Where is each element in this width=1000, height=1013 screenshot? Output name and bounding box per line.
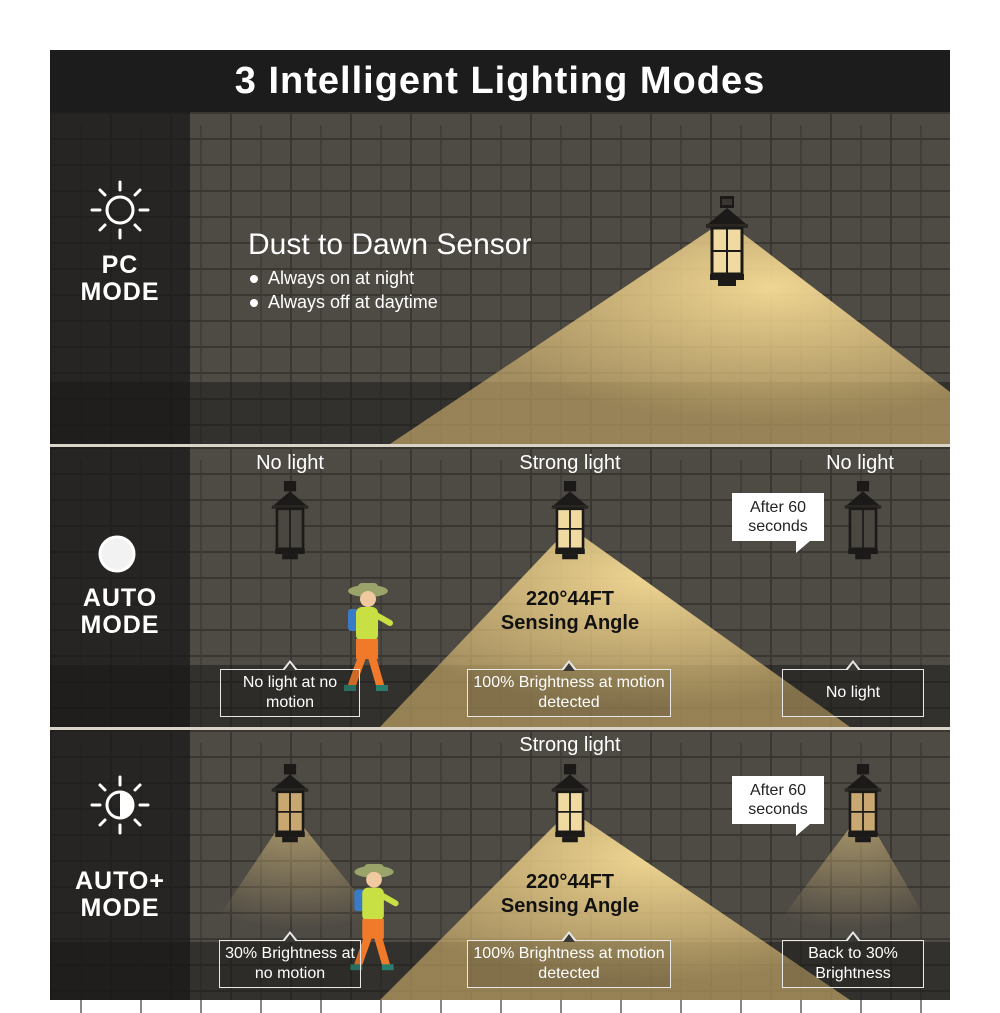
- walking-person: [350, 863, 399, 971]
- page-title: 3 Intelligent Lighting Modes: [234, 59, 766, 102]
- light-beam: [190, 810, 950, 1000]
- timer-bubble: After 60 seconds: [732, 493, 824, 553]
- sensing-angle: 220°44FT Sensing Angle: [500, 871, 640, 917]
- wall-lamp-off: [844, 481, 882, 560]
- state-label-no-light: No light: [256, 452, 324, 474]
- callout-box: No light: [782, 660, 924, 717]
- state-label-strong-light: Strong light: [519, 734, 621, 756]
- callout-box: 30% Brightness at no motion: [219, 931, 361, 988]
- circle-icon: [98, 535, 136, 573]
- wall-lamp-on: [706, 196, 748, 286]
- state-label-strong-light: Strong light: [519, 452, 621, 474]
- sun-icon: [90, 180, 150, 240]
- wall-lamp-on: [551, 481, 589, 560]
- infographic-frame: 3 Intelligent Lighting Modes: [50, 50, 950, 1013]
- bullet-dot: [250, 299, 258, 308]
- auto-mode-panel: AUTO MODE No light Strong light No light…: [50, 447, 950, 740]
- callout-box: 100% Brightness at motion detected: [467, 660, 671, 717]
- light-beam: [390, 220, 950, 444]
- auto-plus-mode-label: AUTO+ MODE: [75, 867, 165, 922]
- pc-mode-panel: PC MODE Dust to Dawn Sensor Always on at…: [50, 112, 950, 457]
- sensing-angle: 220°44FT Sensing Angle: [500, 588, 640, 634]
- divider: [50, 727, 950, 730]
- callout-box: 100% Brightness at motion detected: [467, 931, 671, 988]
- auto-mode-label: AUTO MODE: [80, 584, 160, 639]
- auto-plus-mode-panel: AUTO+ MODE Strong light After 60 seconds…: [50, 730, 950, 1013]
- wall-lamp-dim: [271, 764, 309, 843]
- divider: [50, 444, 950, 447]
- callout-box: Back to 30% Brightness: [782, 931, 924, 988]
- walking-person: [344, 583, 393, 691]
- bullet-dot: [250, 275, 258, 284]
- bullet-item: Always on at night: [250, 268, 414, 289]
- pc-mode-label: PC MODE: [80, 251, 160, 306]
- title-bar: 3 Intelligent Lighting Modes: [50, 50, 950, 112]
- light-beam: [380, 527, 850, 727]
- bullet-item: Always off at daytime: [250, 292, 438, 313]
- wall-lamp-on: [551, 764, 589, 843]
- half-sun-icon: [90, 775, 150, 835]
- callout-box: No light at no motion: [220, 660, 360, 717]
- wall-lamp-off: [271, 481, 309, 560]
- timer-bubble: After 60 seconds: [732, 776, 824, 836]
- pc-mode-headline: Dust to Dawn Sensor: [248, 228, 532, 261]
- state-label-no-light: No light: [826, 452, 894, 474]
- wall-lamp-dim: [844, 764, 882, 843]
